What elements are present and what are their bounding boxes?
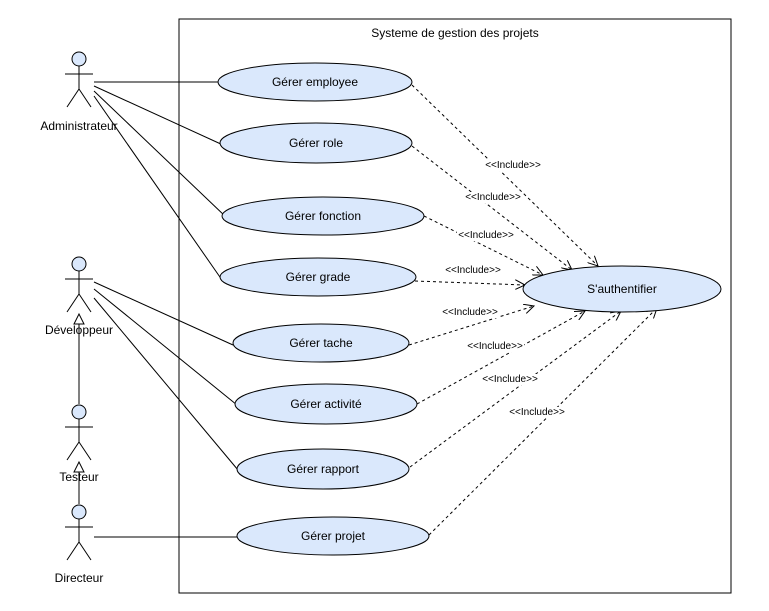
use-case-label: Gérer grade	[286, 270, 351, 284]
use-case-auth[interactable]: S'authentifier	[522, 265, 722, 313]
include-label-bg	[508, 407, 566, 418]
use-case-role[interactable]: Gérer role	[219, 122, 413, 164]
system-boundary	[178, 18, 732, 594]
use-case-tache[interactable]: Gérer tache	[232, 323, 410, 363]
actors: AdministrateurDéveloppeurTesteurDirecteu…	[40, 51, 118, 585]
include-label-bg	[444, 265, 502, 276]
include-label-uc-grade: <<Include>>	[445, 265, 501, 276]
actor-head	[71, 404, 87, 420]
include-arrow-uc-role	[411, 145, 572, 270]
actor-directeur[interactable]: Directeur	[55, 504, 104, 585]
use-case-label: Gérer employee	[272, 75, 358, 89]
include-label-bg	[466, 341, 524, 352]
include-label-bg	[481, 374, 539, 385]
actor-right-leg	[78, 541, 92, 561]
use-case-rapport[interactable]: Gérer rapport	[236, 448, 410, 490]
use-case-ellipse[interactable]	[219, 257, 417, 297]
include-label-uc-employee: <<Include>>	[485, 160, 541, 171]
use-case-label: Gérer role	[289, 136, 343, 150]
include-arrow-uc-rapport	[409, 311, 621, 468]
include-arrow-uc-tache	[408, 306, 534, 346]
actor-right-leg	[78, 441, 92, 461]
use-case-ellipse[interactable]	[217, 62, 413, 102]
use-case-ellipse[interactable]	[221, 196, 425, 236]
actor-left-leg	[66, 293, 80, 313]
use-case-label: S'authentifier	[587, 282, 657, 296]
use-case-label: Gérer fonction	[285, 209, 361, 223]
use-case-label: Gérer activité	[290, 397, 362, 411]
actor-label: Testeur	[59, 470, 98, 484]
use-case-label: Gérer projet	[301, 529, 366, 543]
use-case-ellipse[interactable]	[522, 265, 722, 313]
include-arrow-uc-activite	[416, 311, 585, 405]
generalization-lines	[73, 312, 85, 504]
use-case-ellipse[interactable]	[232, 323, 410, 363]
use-case-employee[interactable]: Gérer employee	[217, 62, 413, 102]
actor-right-leg	[78, 293, 92, 313]
actor-testeur[interactable]: Testeur	[59, 404, 99, 484]
include-label-uc-rapport: <<Include>>	[482, 374, 538, 385]
actor-left-leg	[66, 88, 80, 108]
use-case-ellipse[interactable]	[236, 516, 430, 556]
include-label-uc-projet: <<Include>>	[509, 407, 565, 418]
actor-head	[71, 504, 87, 520]
use-case-label: Gérer tache	[289, 336, 353, 350]
include-label-bg	[457, 230, 515, 241]
actor-head	[71, 51, 87, 67]
include-label-bg	[484, 160, 542, 171]
actor-label: Administrateur	[40, 119, 117, 133]
actor-left-leg	[66, 541, 80, 561]
use-case-activite[interactable]: Gérer activité	[234, 383, 418, 425]
include-label-uc-fonction: <<Include>>	[458, 230, 514, 241]
include-arrow-uc-fonction	[423, 215, 543, 275]
use-case-ellipse[interactable]	[234, 383, 418, 425]
actor-head	[71, 256, 87, 272]
association-admin-uc-fonction	[93, 90, 227, 218]
include-arrow-uc-grade	[414, 281, 525, 285]
generalization-arrowhead	[73, 312, 85, 325]
actor-label: Directeur	[55, 571, 104, 585]
include-label-uc-role: <<Include>>	[465, 192, 521, 203]
actor-right-leg	[78, 88, 92, 108]
association-admin-uc-grade	[93, 95, 223, 281]
association-admin-uc-role	[93, 85, 224, 146]
use-case-ellipse[interactable]	[219, 122, 413, 164]
include-relations: <<Include>> <<Include>> <<Include>> <<Inclu…	[408, 84, 657, 536]
include-arrow-uc-employee	[411, 84, 598, 266]
include-label-uc-tache: <<Include>>	[442, 307, 498, 318]
association-dev-uc-rapport	[93, 297, 239, 471]
actor-dev[interactable]: Développeur	[45, 256, 113, 337]
include-arrow-uc-projet	[428, 308, 657, 536]
use-case-label: Gérer rapport	[287, 462, 360, 476]
actor-left-leg	[66, 441, 80, 461]
include-label-bg	[464, 192, 522, 203]
association-lines	[93, 81, 239, 538]
generalization-arrowhead	[73, 460, 85, 473]
use-case-grade[interactable]: Gérer grade	[219, 257, 417, 297]
use-case-projet[interactable]: Gérer projet	[236, 516, 430, 556]
association-dev-uc-activite	[93, 288, 238, 406]
association-dev-uc-tache	[93, 281, 234, 346]
include-label-bg	[441, 307, 499, 318]
actor-label: Développeur	[45, 323, 113, 337]
use-case-fonction[interactable]: Gérer fonction	[221, 196, 425, 236]
include-label-uc-activite: <<Include>>	[467, 341, 523, 352]
system-title: Systeme de gestion des projets	[371, 26, 538, 40]
use-case-ellipse[interactable]	[236, 448, 410, 490]
actor-admin[interactable]: Administrateur	[40, 51, 118, 133]
